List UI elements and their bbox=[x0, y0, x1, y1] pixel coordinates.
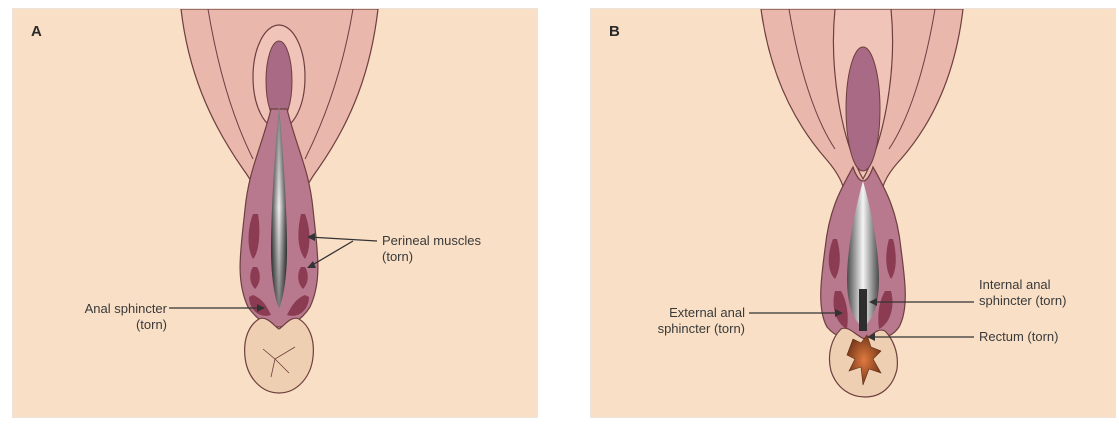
perineal-muscles-label-line2: (torn) bbox=[382, 249, 481, 265]
external-sphincter-label-line2: sphincter (torn) bbox=[611, 321, 745, 337]
diagram-a bbox=[13, 9, 538, 418]
panel-a: A Perineal muscles (torn) Anal sphincter… bbox=[12, 8, 538, 418]
internal-sphincter-label-line2: sphincter (torn) bbox=[979, 293, 1066, 309]
rectum-label: Rectum (torn) bbox=[979, 329, 1058, 345]
perineal-muscles-label: Perineal muscles (torn) bbox=[382, 233, 481, 265]
panel-a-letter: A bbox=[31, 23, 42, 40]
panel-b: B Internal anal sphincter (torn) Rectum … bbox=[590, 8, 1116, 418]
panel-b-letter: B bbox=[609, 23, 620, 40]
internal-sphincter-tear bbox=[859, 289, 867, 331]
anal-sphincter-label-line2: (torn) bbox=[45, 317, 167, 333]
vaginal-opening bbox=[846, 47, 880, 171]
anal-sphincter-label-line1: Anal sphincter bbox=[45, 301, 167, 317]
anal-sphincter-label: Anal sphincter (torn) bbox=[45, 301, 167, 333]
perineal-muscles-label-line1: Perineal muscles bbox=[382, 233, 481, 249]
perineal-muscles-leader-upper bbox=[309, 237, 377, 241]
diagram-b bbox=[591, 9, 1116, 418]
internal-sphincter-label: Internal anal sphincter (torn) bbox=[979, 277, 1066, 309]
anus bbox=[245, 318, 314, 393]
external-sphincter-label: External anal sphincter (torn) bbox=[611, 305, 745, 337]
external-sphincter-label-line1: External anal bbox=[611, 305, 745, 321]
internal-sphincter-label-line1: Internal anal bbox=[979, 277, 1066, 293]
